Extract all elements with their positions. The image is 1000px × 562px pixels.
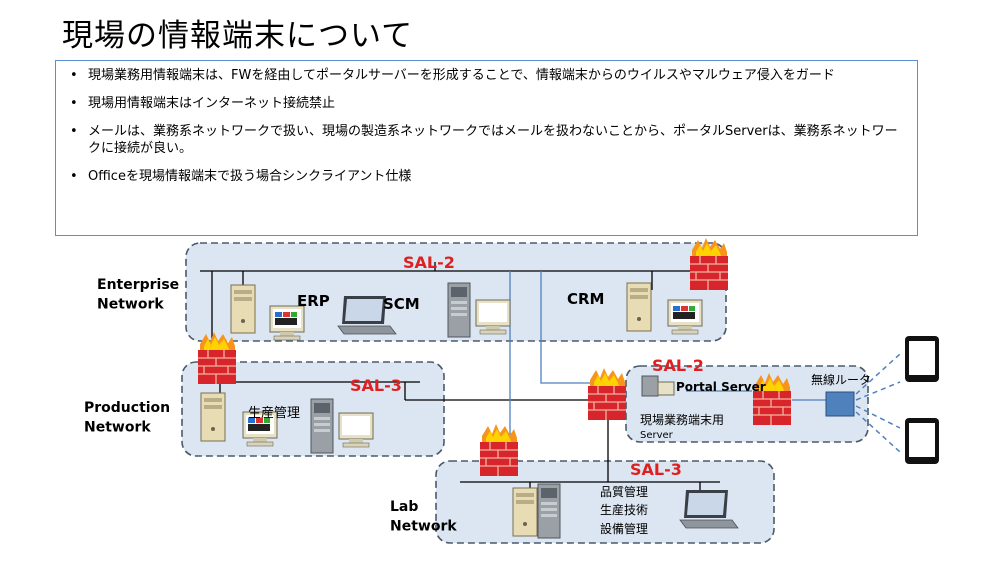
production-server	[200, 392, 226, 442]
sal-lab: SAL-3	[630, 460, 682, 479]
field-server-label-2: Server	[640, 430, 674, 441]
sal-enterprise: SAL-2	[403, 253, 455, 272]
crm-server	[626, 282, 652, 332]
production-mgmt-label: 生産管理	[248, 405, 300, 421]
lab-label-quality: 品質管理	[600, 484, 648, 499]
wireless-router-icon	[825, 391, 855, 417]
firewall-portal	[587, 367, 627, 421]
bullet-item: Officeを現場情報端末で扱う場合シンクライアント仕様	[64, 168, 909, 185]
sal-portal: SAL-2	[652, 356, 704, 375]
erp-server	[230, 284, 256, 334]
bullet-item: メールは、業務系ネットワークで扱い、現場の製造系ネットワークではメールを扱わない…	[64, 123, 909, 157]
firewall-enterprise	[689, 237, 729, 291]
portal-server-label: Portal Server	[676, 380, 766, 394]
erp-label: ERP	[297, 292, 330, 310]
wireless-router-label: 無線ルータ	[811, 372, 871, 387]
bullet-item: 現場業務用情報端末は、FWを経由してポータルサーバーを形成することで、情報端末か…	[64, 67, 909, 84]
firewall-enterprise-production	[197, 331, 237, 385]
portal-server-icon	[641, 375, 659, 397]
lab-label-equipment: 設備管理	[600, 521, 648, 536]
sal-production: SAL-3	[350, 376, 402, 395]
production-rack	[310, 398, 334, 454]
lab-label-engineering: 生産技術	[600, 502, 648, 517]
bullet-item: 現場用情報端末はインターネット接続禁止	[64, 95, 909, 112]
page-title: 現場の情報端末について	[62, 18, 414, 54]
firewall-lab	[479, 423, 519, 477]
crm-label: CRM	[567, 290, 605, 308]
lab-server	[512, 487, 538, 537]
lab-rack	[537, 483, 561, 539]
wireless-signals	[855, 353, 901, 453]
bullet-box: 現場業務用情報端末は、FWを経由してポータルサーバーを形成することで、情報端末か…	[55, 60, 918, 236]
scm-server	[447, 282, 471, 338]
field-server-label-1: 現場業務端末用	[640, 413, 724, 427]
scm-label: SCM	[383, 295, 420, 313]
tablet-2	[905, 418, 939, 464]
tablet-1	[905, 336, 939, 382]
